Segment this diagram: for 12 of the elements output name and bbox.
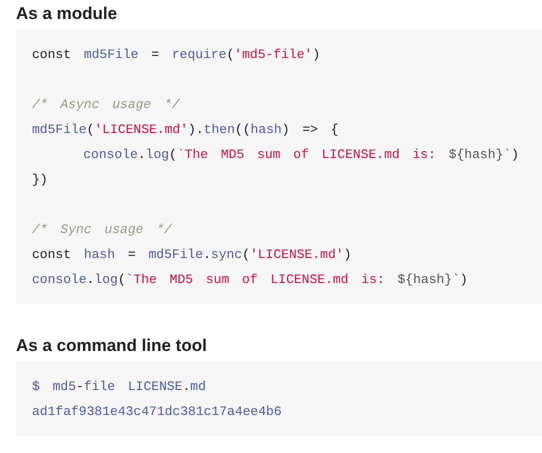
code-line: ad1faf9381e43c471dc381c17a4ee4b6 [32, 403, 282, 421]
code-line: const md5File = require('md5-file') [32, 46, 320, 64]
code-line: /* Async usage */ [32, 96, 180, 114]
code-line: md5File('LICENSE.md').then((hash) => { [32, 121, 339, 139]
section-heading: As a module [16, 3, 118, 25]
code-line: }) [32, 171, 48, 189]
code-line: console.log(`The MD5 sum of LICENSE.md is: ${hash}`) [82, 146, 519, 164]
code-line: console.log(`The MD5 sum of LICENSE.md is: ${hash}`) [32, 271, 468, 289]
code-line: $ md5-file LICENSE.md [32, 378, 206, 396]
code-line: const hash = md5File.sync('LICENSE.md') [32, 246, 352, 264]
code-line: /* Sync usage */ [32, 221, 172, 239]
section-heading: As a command line tool [16, 335, 207, 357]
